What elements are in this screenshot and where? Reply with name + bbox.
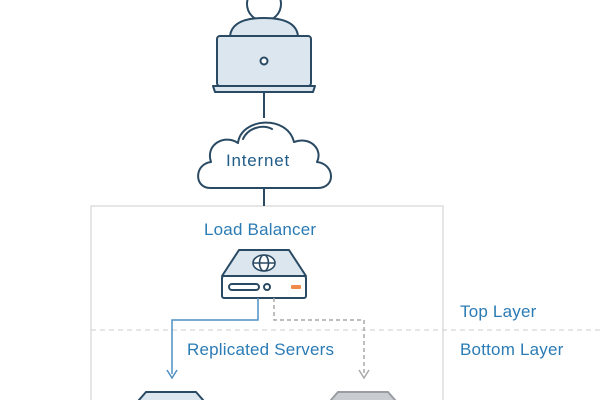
- bottom-layer-label: Bottom Layer: [460, 340, 564, 359]
- internet-label: Internet: [226, 151, 291, 170]
- server-left-icon: [133, 391, 209, 405]
- connector-loadbalancer-server-left: [171, 298, 259, 374]
- top-layer-frame: [90, 205, 444, 405]
- arrowhead-left: [166, 369, 178, 380]
- server-right-icon: [325, 391, 401, 405]
- connector-loadbalancer-server-right: [273, 298, 365, 374]
- load-balancer-status-led: [291, 285, 301, 289]
- cloud-highlight: [242, 125, 273, 140]
- load-balancer-slot: [228, 283, 260, 291]
- user-laptop-icon: [212, 0, 316, 93]
- laptop-camera-dot: [259, 56, 269, 66]
- user-shoulders: [229, 17, 299, 37]
- arrowhead-right: [358, 369, 370, 380]
- cloud-outline: [197, 121, 332, 189]
- load-balancer-label: Load Balancer: [204, 220, 317, 239]
- load-balancer-icon: [221, 249, 307, 299]
- load-balancer-port: [263, 283, 271, 291]
- laptop-base: [212, 85, 316, 93]
- cloud-icon: [197, 121, 332, 189]
- replicated-servers-label: Replicated Servers: [187, 340, 335, 359]
- top-layer-label: Top Layer: [460, 302, 537, 321]
- globe-icon: [252, 254, 276, 272]
